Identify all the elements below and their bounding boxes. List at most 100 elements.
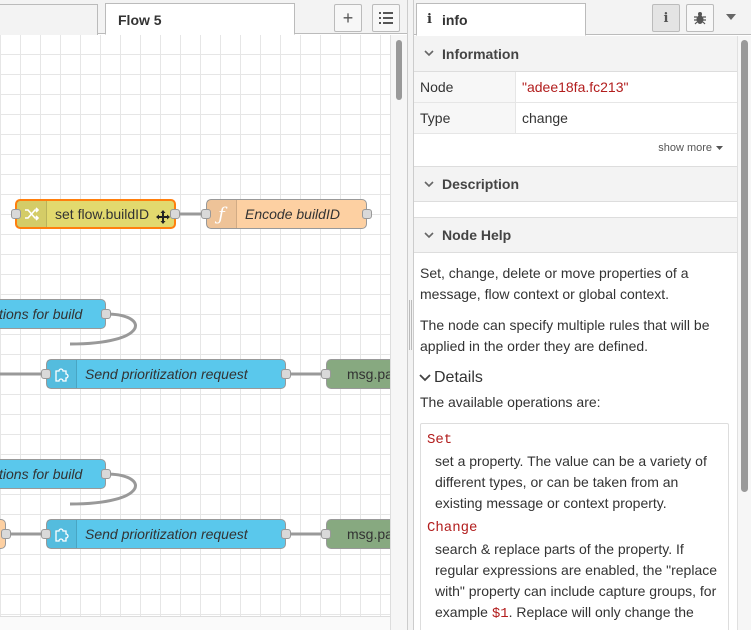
list-icon [379,12,393,24]
flow-canvas[interactable]: set flow.buildID ƒ Encode buildID tions … [0,35,390,616]
add-flow-button[interactable]: + [334,4,362,32]
move-cursor-icon [156,210,170,224]
wire [69,472,137,506]
description-body [414,202,737,217]
node-label: Send prioritization request [85,526,248,542]
workspace-tab-previous[interactable] [0,4,98,35]
info-tab-button[interactable]: i [652,4,680,32]
link-node-prioritizations-2[interactable]: tions for build [0,459,111,489]
node-input-port[interactable] [201,209,211,219]
node-output-port[interactable] [281,369,291,379]
workspace: Flow 5 + [0,0,407,630]
node-label: msg.pa [347,366,390,382]
node-label: msg.pa [347,526,390,542]
details-title: Details [434,369,483,386]
sidebar-splitter[interactable] [407,0,414,630]
info-key: Node [414,72,516,102]
node-input-port[interactable] [41,369,51,379]
help-paragraph: The node can specify multiple rules that… [420,317,710,354]
operation-term: Change [427,520,478,536]
node-output-port[interactable] [101,309,111,319]
plus-icon: + [342,8,354,28]
sidebar-tab-info[interactable]: i info [416,3,586,36]
section-title: Description [442,176,520,192]
chevron-down-icon [424,180,442,188]
splitter-grip[interactable] [409,300,412,350]
info-key: Type [414,103,516,133]
info-row-type: Type change [414,103,737,134]
operation-text: . Replace will only change the type if t… [435,604,694,630]
show-more-link[interactable]: show more [414,134,737,162]
link-node-prioritizations-1[interactable]: tions for build [0,299,111,329]
node-id-value[interactable]: "adee18fa.fc213" [522,79,629,95]
sidebar-scroll-thumb[interactable] [741,40,748,492]
debug-tab-button[interactable] [686,4,714,32]
sidebar-vertical-scrollbar[interactable] [737,36,751,630]
canvas-vertical-scrollbar[interactable] [390,35,407,630]
info-row-node: Node "adee18fa.fc213" [414,72,737,103]
canvas-horizontal-scrollbar[interactable] [0,616,390,630]
node-help-section-header[interactable]: Node Help [414,217,737,253]
operation-description: search & replace parts of the property. … [427,539,720,630]
details-heading[interactable]: Details [418,367,729,388]
help-paragraph: Set, change, delete or move properties o… [420,265,689,302]
node-label: tions for build [0,306,83,322]
sidebar-tab-bar: i info i [414,0,751,36]
node-label: Send prioritization request [85,366,248,382]
node-input-port[interactable] [41,529,51,539]
info-panel: Information Node "adee18fa.fc213" Type c… [414,36,737,630]
sidebar-tab-label: info [441,12,468,28]
node-input-port[interactable] [11,209,21,219]
chevron-down-icon [424,50,442,57]
change-node-set-build-id[interactable]: set flow.buildID [11,199,180,229]
debug-node-msg-1[interactable]: msg.pa [321,359,390,389]
subflow-node-send-prioritization-1[interactable]: Send prioritization request [41,359,291,389]
details-intro: The available operations are: [420,394,601,410]
node-output-port[interactable] [281,529,291,539]
workspace-tab-label: Flow 5 [118,12,162,28]
caret-down-icon [726,14,736,20]
sidebar-menu-button[interactable] [724,10,738,24]
node-help-body: Set, change, delete or move properties o… [414,253,737,630]
chevron-down-icon [419,373,431,381]
info-icon: i [663,10,669,26]
description-section-header[interactable]: Description [414,166,737,202]
node-label: set flow.buildID [55,206,150,222]
wire [69,312,137,346]
caret-down-icon [716,146,723,150]
node-output-port[interactable] [101,469,111,479]
chevron-down-icon [424,231,442,239]
operation-text: search & replace parts of the property. … [435,541,718,620]
node-output-port[interactable] [1,529,11,539]
canvas-scroll-thumb[interactable] [396,40,402,100]
node-input-port[interactable] [321,369,331,379]
list-flows-button[interactable] [372,4,400,32]
operation-term: Set [427,432,453,448]
info-icon: i [427,12,432,27]
function-node-encode-build-id[interactable]: ƒ Encode buildID [201,199,372,229]
node-input-port[interactable] [321,529,331,539]
bug-icon [694,12,706,25]
puzzle-icon [47,360,77,388]
workspace-tab-flow[interactable]: Flow 5 [105,3,295,35]
puzzle-icon [47,520,77,548]
information-section-header[interactable]: Information [414,36,737,72]
operations-list: Set set a property. The value can be a v… [420,423,729,630]
node-output-port[interactable] [170,209,180,219]
function-icon: ƒ [207,200,237,228]
function-node-partial[interactable] [0,519,11,549]
shuffle-icon [17,201,47,227]
operation-description: set a property. The value can be a varie… [435,453,707,511]
section-title: Information [442,45,519,62]
sidebar: i info i Information [414,0,751,630]
debug-node-msg-2[interactable]: msg.pa [321,519,390,549]
node-label: Encode buildID [245,206,340,222]
subflow-node-send-prioritization-2[interactable]: Send prioritization request [41,519,291,549]
wires-layer [0,212,326,536]
section-title: Node Help [442,227,512,243]
node-output-port[interactable] [362,209,372,219]
workspace-tab-bar: Flow 5 + [0,0,407,35]
show-more-label: show more [658,142,712,154]
node-type-value: change [522,110,568,126]
inline-code: $1 [491,606,509,622]
